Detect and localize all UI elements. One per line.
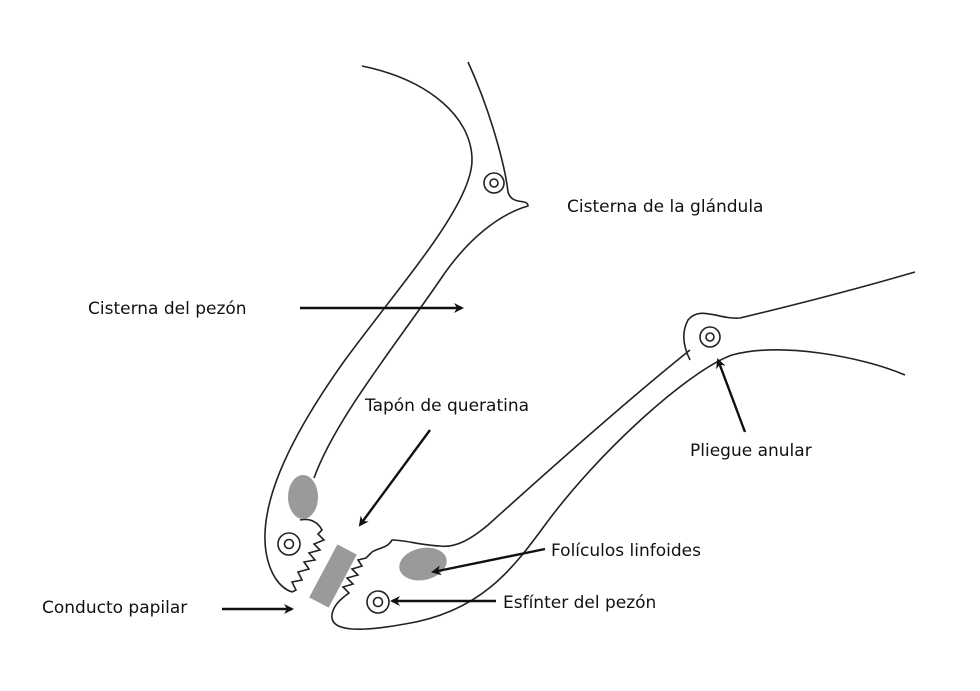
right-wall-inner bbox=[371, 349, 691, 553]
label-papillary-duct: Conducto papilar bbox=[42, 598, 187, 618]
right-wall-outer bbox=[331, 349, 906, 630]
ring-icon-gland bbox=[483, 172, 505, 194]
lymphoid-follicle-left bbox=[288, 475, 318, 519]
right-wall-tip bbox=[341, 551, 373, 597]
lymphoid-follicle-right bbox=[399, 547, 447, 581]
label-teat-cistern: Cisterna del pezón bbox=[88, 299, 247, 319]
ring-icon-sphincter bbox=[366, 590, 390, 614]
label-keratin-plug: Tapón de queratina bbox=[364, 396, 529, 416]
label-gland-cistern: Cisterna de la glándula bbox=[567, 197, 763, 217]
ring-icon-left bbox=[277, 532, 301, 556]
label-lymphoid-follicles: Folículos linfoides bbox=[551, 541, 701, 561]
arrow-keratin-plug bbox=[358, 429, 431, 527]
arrow-annular-fold bbox=[716, 358, 747, 433]
left-wall-outer bbox=[264, 65, 473, 593]
label-annular-fold: Pliegue anular bbox=[690, 441, 812, 461]
left-wall-tip bbox=[290, 518, 326, 593]
left-wall-inner bbox=[313, 61, 529, 479]
arrow-lymphoid-follicles bbox=[431, 547, 546, 576]
ring-icon-annular bbox=[699, 326, 721, 348]
right-wall-upper bbox=[683, 271, 916, 361]
label-teat-sphincter: Esfínter del pezón bbox=[503, 593, 656, 613]
keratin-plug bbox=[309, 544, 357, 608]
